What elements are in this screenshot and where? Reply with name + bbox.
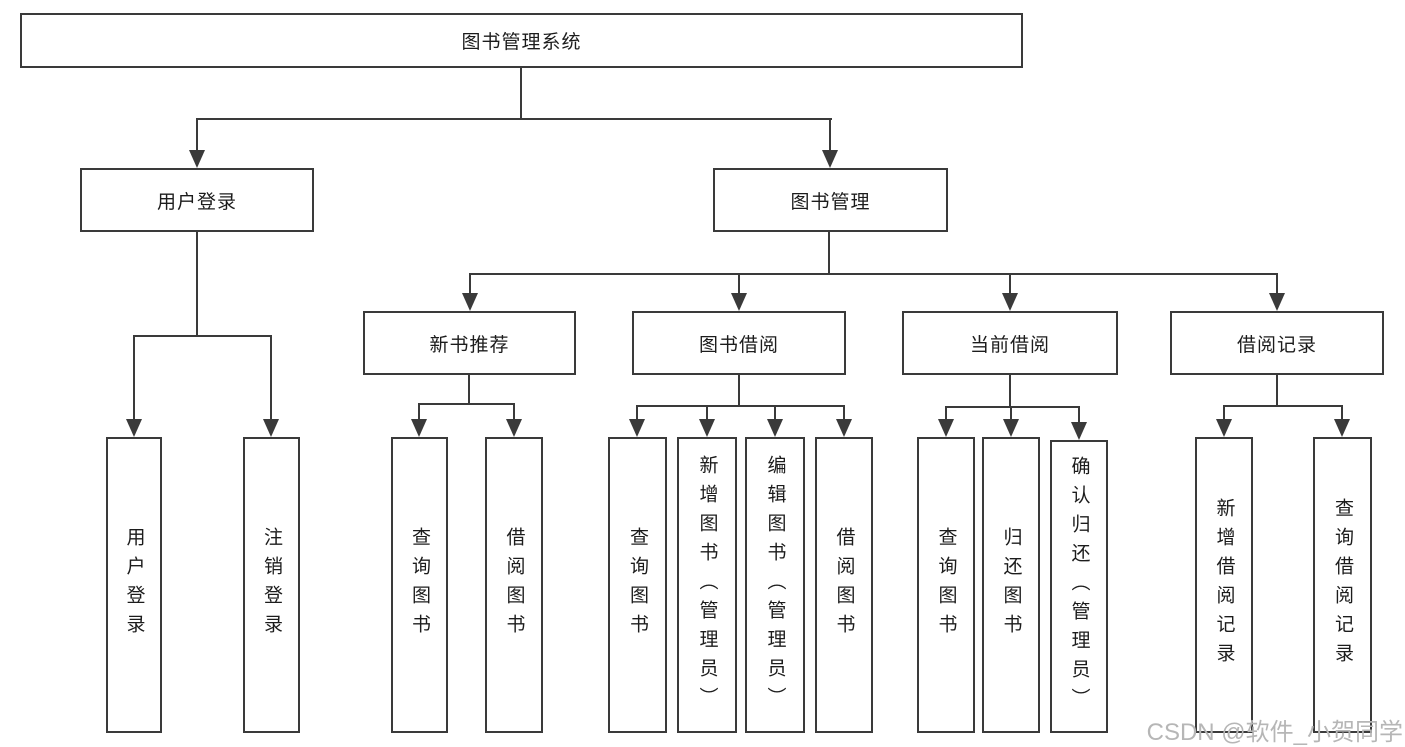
edge-drop-br-query bbox=[1341, 405, 1343, 420]
node-new-book-rec-label: 新书推荐 bbox=[429, 334, 510, 356]
leaf-bb-query-books: 查询图书 bbox=[608, 437, 667, 733]
arrow-to-current-borrow bbox=[1002, 293, 1018, 311]
leaf-nbr-borrow-books: 借阅图书 bbox=[485, 437, 543, 733]
leaf-cb-confirm-return-label: 确认归还（管理员） bbox=[1068, 456, 1090, 717]
edge-drop-bb-edit bbox=[774, 405, 776, 420]
arrow-to-cb-confirm bbox=[1071, 422, 1087, 440]
arrow-to-bb-borrow bbox=[836, 419, 852, 437]
edge-new-book-rec-stem bbox=[468, 375, 470, 403]
arrow-to-new-book-rec bbox=[462, 293, 478, 311]
node-book-borrow: 图书借阅 bbox=[632, 311, 846, 375]
leaf-cb-query-books-label: 查询图书 bbox=[935, 527, 957, 643]
edge-drop-borrow-record bbox=[1276, 273, 1278, 295]
leaf-nbr-borrow-books-label: 借阅图书 bbox=[503, 527, 525, 643]
leaf-nbr-query-books-label: 查询图书 bbox=[409, 527, 430, 643]
arrow-to-cb-return bbox=[1003, 419, 1019, 437]
leaf-bb-edit-books-label: 编辑图书（管理员） bbox=[764, 454, 786, 716]
node-book-borrow-label: 图书借阅 bbox=[698, 334, 779, 356]
node-library-management-system-label: 图书管理系统 bbox=[461, 32, 582, 53]
edge-drop-cb-confirm bbox=[1078, 406, 1080, 423]
arrow-to-leaf-logout bbox=[263, 419, 279, 437]
node-new-book-rec: 新书推荐 bbox=[363, 311, 576, 375]
edge-book-borrow-stem bbox=[738, 375, 740, 405]
edge-drop-leaf-logout bbox=[270, 335, 272, 421]
node-borrow-record-label: 借阅记录 bbox=[1236, 334, 1317, 356]
edge-current-borrow-stem bbox=[1009, 375, 1011, 406]
arrow-to-bb-add bbox=[699, 419, 715, 437]
arrow-to-br-query bbox=[1334, 419, 1350, 437]
edge-drop-current-borrow bbox=[1009, 273, 1011, 295]
leaf-bb-borrow-books-label: 借阅图书 bbox=[833, 527, 855, 643]
edge-drop-bb-borrow bbox=[843, 405, 845, 420]
arrow-to-nbr-query bbox=[411, 419, 427, 437]
node-user-login-label: 用户登录 bbox=[156, 191, 237, 213]
leaf-cb-return-books-label: 归还图书 bbox=[1000, 527, 1022, 643]
leaf-br-query-record: 查询借阅记录 bbox=[1313, 437, 1372, 733]
node-borrow-record: 借阅记录 bbox=[1170, 311, 1384, 375]
edge-root-stem bbox=[520, 68, 522, 118]
csdn-watermark: CSDN @软件_小贺同学 bbox=[1146, 719, 1403, 746]
node-book-mgmt-label: 图书管理 bbox=[790, 191, 871, 213]
node-current-borrow: 当前借阅 bbox=[902, 311, 1118, 375]
edge-drop-cb-query bbox=[945, 406, 947, 420]
node-book-mgmt: 图书管理 bbox=[713, 168, 948, 232]
edge-drop-bb-query bbox=[636, 405, 638, 420]
node-library-management-system: 图书管理系统 bbox=[20, 13, 1023, 68]
leaf-user-login: 用户登录 bbox=[106, 437, 162, 733]
edge-drop-book-borrow bbox=[738, 273, 740, 295]
arrow-to-br-add bbox=[1216, 419, 1232, 437]
leaf-logout: 注销登录 bbox=[243, 437, 300, 733]
leaf-cb-confirm-return: 确认归还（管理员） bbox=[1050, 440, 1108, 733]
arrow-to-bb-query bbox=[629, 419, 645, 437]
edge-user-login-stem bbox=[196, 232, 198, 335]
leaf-br-add-record: 新增借阅记录 bbox=[1195, 437, 1253, 733]
leaf-nbr-query-books: 查询图书 bbox=[391, 437, 448, 733]
leaf-cb-return-books: 归还图书 bbox=[982, 437, 1040, 733]
edge-new-book-rec-bus bbox=[418, 403, 515, 405]
edge-drop-cb-return bbox=[1010, 406, 1012, 420]
edge-book-mgmt-bus bbox=[469, 273, 1278, 275]
leaf-user-login-label: 用户登录 bbox=[123, 527, 145, 643]
leaf-bb-add-books-label: 新增图书（管理员） bbox=[696, 454, 718, 716]
leaf-bb-add-books: 新增图书（管理员） bbox=[677, 437, 737, 733]
edge-user-login-bus bbox=[133, 335, 272, 337]
edge-drop-bb-add bbox=[706, 405, 708, 420]
arrow-to-book-borrow bbox=[731, 293, 747, 311]
edge-drop-nbr-query bbox=[418, 403, 420, 420]
edge-drop-new-book-rec bbox=[469, 273, 471, 295]
arrow-to-nbr-borrow bbox=[506, 419, 522, 437]
edge-drop-nbr-borrow bbox=[513, 403, 515, 420]
node-current-borrow-label: 当前借阅 bbox=[969, 334, 1050, 356]
edge-borrow-record-bus bbox=[1223, 405, 1343, 407]
leaf-bb-edit-books: 编辑图书（管理员） bbox=[745, 437, 805, 733]
arrow-to-user-login bbox=[189, 150, 205, 168]
arrow-to-leaf-login bbox=[126, 419, 142, 437]
edge-root-bus bbox=[196, 118, 832, 120]
leaf-cb-query-books: 查询图书 bbox=[917, 437, 975, 733]
edge-borrow-record-stem bbox=[1276, 375, 1278, 405]
edge-root-drop-book-mgmt bbox=[829, 118, 831, 152]
arrow-to-cb-query bbox=[938, 419, 954, 437]
arrow-to-book-mgmt bbox=[822, 150, 838, 168]
arrow-to-bb-edit bbox=[767, 419, 783, 437]
leaf-bb-borrow-books: 借阅图书 bbox=[815, 437, 873, 733]
edge-current-borrow-bus bbox=[945, 406, 1079, 408]
node-user-login: 用户登录 bbox=[80, 168, 314, 232]
arrow-to-borrow-record bbox=[1269, 293, 1285, 311]
edge-root-drop-user-login bbox=[196, 118, 198, 152]
leaf-bb-query-books-label: 查询图书 bbox=[627, 527, 648, 643]
edge-book-mgmt-stem bbox=[828, 232, 830, 273]
leaf-logout-label: 注销登录 bbox=[261, 527, 282, 643]
edge-drop-br-add bbox=[1223, 405, 1225, 420]
edge-drop-leaf-login bbox=[133, 335, 135, 421]
leaf-br-query-record-label: 查询借阅记录 bbox=[1332, 498, 1353, 672]
leaf-br-add-record-label: 新增借阅记录 bbox=[1213, 498, 1235, 672]
edge-book-borrow-bus bbox=[636, 405, 845, 407]
